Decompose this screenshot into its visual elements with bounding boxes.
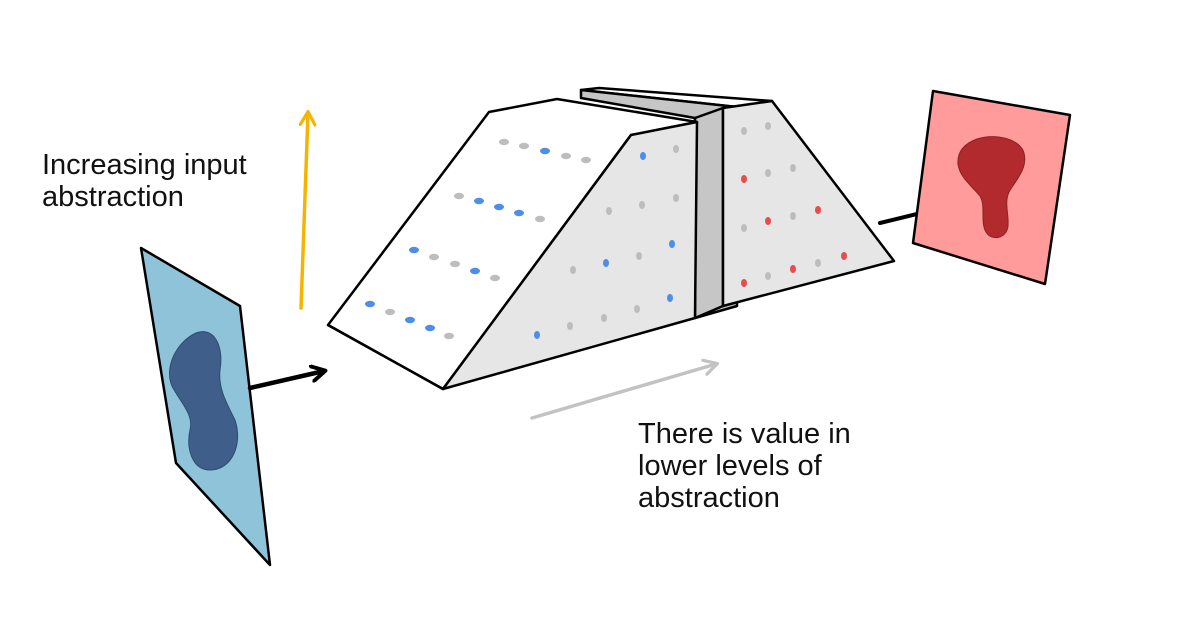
- neuron-dot: [561, 152, 571, 160]
- back-block-face: [721, 99, 896, 308]
- neuron-dot: [669, 240, 675, 248]
- neuron-dot: [429, 253, 439, 261]
- input-abstraction-arrow: [301, 113, 308, 310]
- lower-levels-label: There is value in lower levels of abstra…: [638, 418, 851, 514]
- neuron-dot: [601, 314, 607, 322]
- neuron-dot: [570, 266, 576, 274]
- neuron-dot: [634, 305, 640, 313]
- neuron-dot: [667, 294, 673, 302]
- neuron-dot: [606, 207, 612, 215]
- front-block-edge: [327, 323, 444, 391]
- neuron-dot: [450, 260, 460, 268]
- input-blob: [168, 331, 239, 471]
- neuron-dot: [444, 332, 454, 340]
- neuron-dot: [534, 331, 540, 339]
- neuron-dot: [640, 152, 646, 160]
- neuron-dot: [581, 156, 591, 164]
- neuron-dot: [790, 265, 796, 273]
- input-image-panel: [139, 246, 272, 567]
- output-blob: [957, 136, 1026, 239]
- neuron-dot: [841, 252, 847, 260]
- network-back-block: [579, 86, 896, 320]
- neuron-dot: [470, 267, 480, 275]
- neuron-dot: [765, 122, 771, 130]
- neuron-dot: [815, 259, 821, 267]
- neuron-dot: [519, 142, 529, 150]
- neuron-dot: [673, 145, 679, 153]
- lower-levels-arrow: [530, 364, 716, 420]
- neuron-dot: [636, 252, 642, 260]
- neuron-dot: [405, 316, 415, 324]
- neuron-dot: [409, 246, 419, 254]
- neuron-dot: [425, 324, 435, 332]
- output-image-panel: [911, 89, 1072, 286]
- neuron-dot: [790, 164, 796, 172]
- neuron-dot: [499, 138, 509, 146]
- neuron-dot: [639, 201, 645, 209]
- lower-levels-line: lower levels of: [638, 450, 822, 482]
- neuron-dot: [494, 203, 504, 211]
- neuron-dot: [741, 175, 747, 183]
- lower-levels-line: abstraction: [638, 482, 780, 514]
- neuron-dot: [765, 217, 771, 225]
- front-block-face: [441, 120, 699, 391]
- neuron-dot: [490, 274, 500, 282]
- neuron-dot: [673, 194, 679, 202]
- neuron-dot: [765, 272, 771, 280]
- neuron-dot: [540, 147, 550, 155]
- input-abstraction-line: Increasing input: [42, 149, 247, 181]
- neuron-dot: [765, 169, 771, 177]
- neuron-dot: [474, 197, 484, 205]
- neuron-dot: [741, 224, 747, 232]
- neuron-dot: [385, 308, 395, 316]
- neuron-dot: [603, 259, 609, 267]
- neuron-dots: [365, 122, 847, 340]
- neuron-dot: [741, 127, 747, 135]
- neuron-dot: [535, 215, 545, 223]
- network-front-block: [326, 97, 699, 391]
- neuron-dot: [567, 322, 573, 330]
- neuron-dot: [790, 212, 796, 220]
- input-abstraction-line: abstraction: [42, 181, 184, 213]
- back-block-side: [693, 106, 725, 320]
- input-abstraction-label: Increasing input abstraction: [42, 149, 247, 213]
- lower-levels-line: There is value in: [638, 418, 851, 450]
- input-to-network-arrow: [247, 371, 324, 391]
- neuron-dot: [741, 279, 747, 287]
- neuron-dot: [514, 209, 524, 217]
- neuron-dot: [365, 300, 375, 308]
- neuron-dot: [454, 192, 464, 200]
- neuron-dot: [815, 206, 821, 214]
